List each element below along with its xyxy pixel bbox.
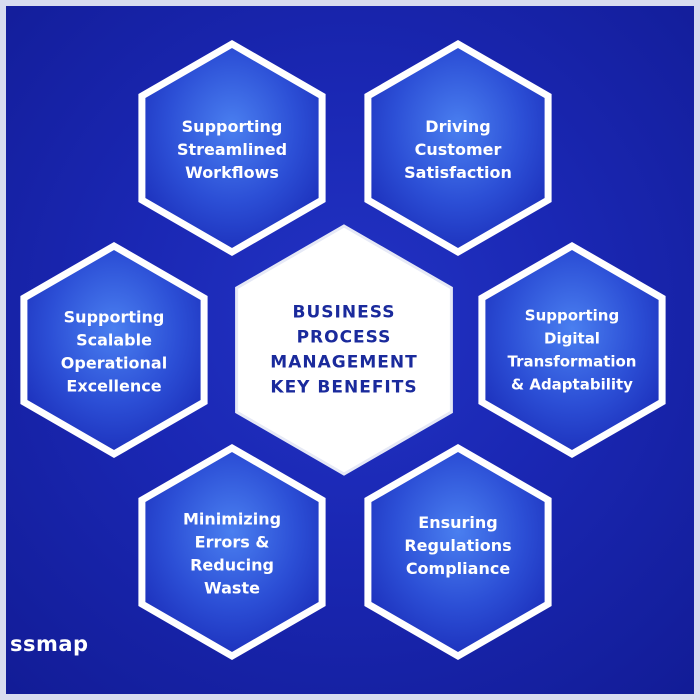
- label-line: Minimizing: [183, 509, 281, 528]
- label-line: Ensuring: [418, 513, 497, 532]
- hex-shape: [138, 443, 326, 661]
- label-line: Waste: [204, 578, 260, 597]
- hex-shape: [364, 39, 552, 257]
- label-line: Supporting: [64, 307, 165, 326]
- label-line: KEY BENEFITS: [270, 378, 417, 398]
- hex-shape: [478, 241, 666, 459]
- brand-logo-text: ssmap: [10, 632, 89, 656]
- label-line: Digital: [544, 329, 600, 347]
- label-line: Errors &: [195, 532, 270, 551]
- label-line: & Adaptability: [511, 375, 633, 393]
- label-line: Regulations: [404, 536, 511, 555]
- hex-center-shape: [235, 224, 453, 476]
- hex-center-title: BUSINESS PROCESS MANAGEMENT KEY BENEFITS: [235, 224, 453, 476]
- label-line: Excellence: [66, 376, 161, 395]
- label-line: Workflows: [185, 163, 279, 182]
- label-line: Supporting: [525, 306, 619, 324]
- center-title: BUSINESS PROCESS MANAGEMENT KEY BENEFITS: [270, 303, 417, 398]
- label-line: Satisfaction: [404, 163, 512, 182]
- label-line: Compliance: [406, 559, 511, 578]
- label-line: BUSINESS: [293, 303, 396, 323]
- label-line: Supporting: [182, 117, 283, 136]
- label-line: Customer: [415, 140, 502, 159]
- label-line: MANAGEMENT: [270, 353, 417, 373]
- label-line: Operational: [61, 353, 167, 372]
- label-line: Streamlined: [177, 140, 287, 159]
- hex-shape: [20, 241, 208, 459]
- hex-shape: [364, 443, 552, 661]
- label-line: Transformation: [508, 352, 637, 370]
- label-line: Reducing: [190, 555, 274, 574]
- label-line: Driving: [425, 117, 490, 136]
- label-line: PROCESS: [297, 328, 392, 348]
- label-line: Scalable: [76, 330, 152, 349]
- hex-shape: [138, 39, 326, 257]
